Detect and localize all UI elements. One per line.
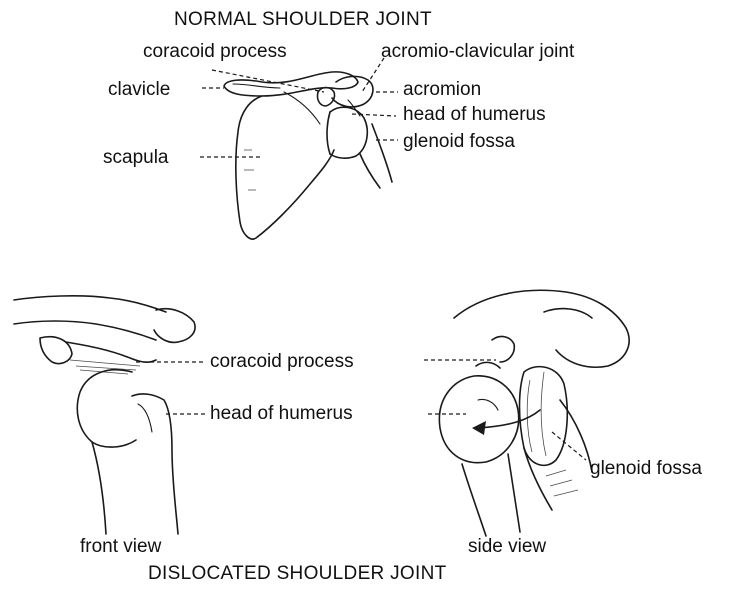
title-dislocated-shoulder-joint: DISLOCATED SHOULDER JOINT [148,563,447,585]
glenoid-fossa-normal [327,112,330,154]
label-acromion: acromion [403,79,481,101]
label-head-of-humerus-normal: head of humerus [403,104,546,126]
label-glenoid-fossa-dislocated: glenoid fossa [590,458,702,480]
dislocation-arrow [478,410,540,428]
front-view-illustration [14,296,195,534]
humeral-head-side [439,376,518,463]
label-glenoid-fossa-normal: glenoid fossa [403,131,515,153]
label-head-of-humerus-dislocated: head of humerus [210,403,353,425]
dislocation-arrowhead [472,421,486,435]
clavicle-bone [224,72,358,96]
label-side-view: side view [468,536,546,558]
normal-leader-lines [200,58,398,157]
side-view-illustration [439,290,629,536]
label-front-view: front view [80,536,161,558]
glenoid-fossa-side [520,367,568,466]
coracoid-bone [317,88,334,107]
acromion-bone [332,76,373,107]
label-scapula: scapula [103,147,169,169]
label-clavicle: clavicle [108,79,170,101]
label-acromio-clavicular-joint: acromio-clavicular joint [381,41,574,63]
label-coracoid-process-dislocated: coracoid process [210,351,354,373]
humeral-head-front [77,370,136,447]
normal-shoulder-illustration [224,72,392,239]
label-coracoid-process-normal: coracoid process [143,41,287,63]
title-normal-shoulder-joint: NORMAL SHOULDER JOINT [174,9,432,31]
scapula-bone [236,96,334,239]
